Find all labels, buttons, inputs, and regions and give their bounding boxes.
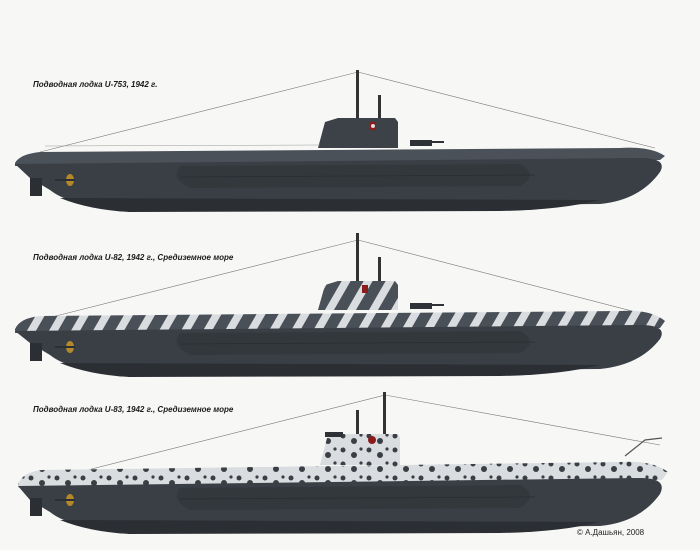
submarine-u753-illustration bbox=[15, 70, 665, 212]
submarine-caption-u83: Подводная лодка U-83, 1942 г., Средиземн… bbox=[33, 405, 234, 414]
submarine-caption-u753: Подводная лодка U-753, 1942 г. bbox=[33, 80, 158, 89]
submarine-caption-u82: Подводная лодка U-82, 1942 г., Средиземн… bbox=[33, 253, 234, 262]
submarine-u82-illustration bbox=[15, 233, 665, 377]
submarine-u83-illustration bbox=[18, 392, 668, 534]
copyright-credit: © А.Дашьян, 2008 bbox=[577, 528, 645, 537]
